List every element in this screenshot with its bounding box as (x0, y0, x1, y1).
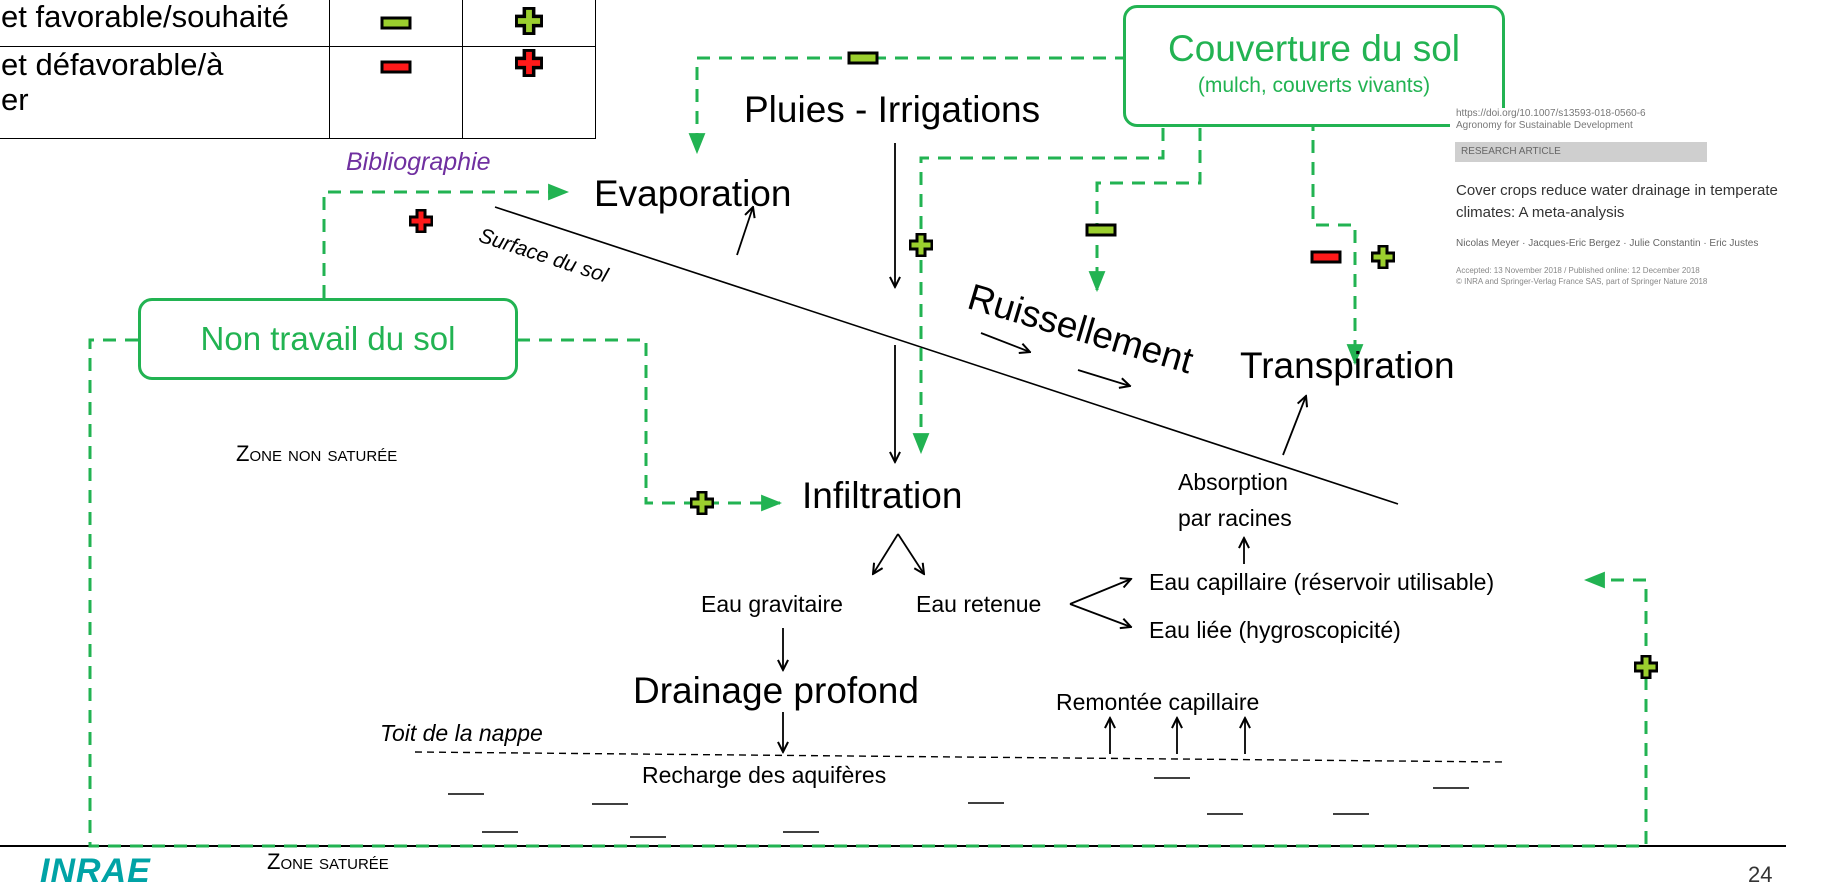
water-table-line (414, 751, 1506, 763)
legend-minus-unfavorable-cell (329, 46, 463, 139)
minus-unfavorable-icon (380, 60, 412, 74)
page-number: 24 (1748, 862, 1773, 887)
absorption-label-line2: par racines (1178, 505, 1292, 531)
eau-liee-label: Eau liée (hygroscopicité) (1149, 617, 1401, 643)
legend-row-favorable: et favorable/souhaité (0, 0, 596, 47)
plus-favorable-icon (1634, 655, 1658, 679)
evaporation-label: Evaporation (594, 173, 792, 214)
legend-table: et favorable/souhaité et défavorable/à e… (0, 0, 596, 139)
eau-retenue-label: Eau retenue (916, 591, 1042, 617)
eau-capillaire-label: Eau capillaire (réservoir utilisable) (1149, 569, 1495, 595)
toit-de-la-nappe-label: Toit de la nappe (380, 720, 543, 746)
article-badge: RESEARCH ARTICLE (1455, 142, 1707, 162)
process-arrows (736, 143, 1306, 754)
couverture-subtitle: (mulch, couverts vivants) (1197, 74, 1431, 97)
legend-row-unfavorable: et défavorable/à er (0, 46, 596, 139)
zone-non-saturee-label: Zone non saturée (236, 441, 398, 466)
plus-unfavorable-icon (409, 209, 433, 233)
legend-label-favorable: et favorable/souhaité (0, 0, 330, 47)
legend-label-unfavorable-line2: er (1, 82, 29, 117)
plus-favorable-icon (690, 491, 714, 515)
legend-plus-unfavorable-cell (462, 46, 596, 139)
legend-plus-favorable-cell (462, 0, 596, 47)
article-authors: Nicolas Meyer · Jacques-Eric Bergez · Ju… (1456, 238, 1759, 249)
couverture-title: Couverture du sol (1167, 28, 1461, 69)
eau-gravitaire-label: Eau gravitaire (701, 591, 843, 617)
infiltration-label: Infiltration (802, 475, 963, 516)
minus-favorable-icon (1085, 223, 1117, 237)
absorption-label-line1: Absorption (1178, 469, 1288, 495)
article-footer-line1: Accepted: 13 November 2018 / Published o… (1456, 266, 1700, 275)
drainage-profond-label: Drainage profond (633, 670, 919, 711)
article-header-line2: Agronomy for Sustainable Development (1456, 120, 1633, 131)
bibliographie-label: Bibliographie (346, 148, 491, 176)
article-footer-line2: © INRA and Springer-Verlag France SAS, p… (1456, 277, 1708, 286)
legend-label-unfavorable: et défavorable/à er (0, 46, 330, 139)
zone-saturee-label: Zone saturée (267, 849, 389, 874)
minus-favorable-icon (380, 16, 412, 30)
saturated-zone-marks (448, 777, 1469, 838)
recharge-aquiferes-label: Recharge des aquifères (642, 762, 887, 788)
non-travail-du-sol-box: Non travail du sol (138, 298, 518, 380)
plus-unfavorable-icon (514, 48, 544, 78)
transpiration-label: Transpiration (1240, 345, 1455, 386)
green-relations (88, 56, 1648, 848)
legend-minus-favorable-cell (329, 0, 463, 47)
soil-surface-line (494, 206, 1399, 505)
article-title: Cover crops reduce water drainage in tem… (1456, 182, 1778, 221)
minus-unfavorable-icon (1310, 250, 1342, 264)
couverture-du-sol-box: Couverture du sol (mulch, couverts vivan… (1123, 5, 1505, 127)
reference-article-thumbnail: https://doi.org/10.1007/s13593-018-0560-… (1450, 108, 1826, 338)
minus-favorable-icon (847, 51, 879, 65)
pluies-irrigations-label: Pluies - Irrigations (744, 89, 1041, 130)
legend-label-unfavorable-line1: et défavorable/à (1, 47, 224, 82)
plus-favorable-icon (1371, 245, 1395, 269)
remontee-capillaire-label: Remontée capillaire (1056, 689, 1260, 715)
inrae-logo: INRAE (40, 852, 151, 890)
plus-favorable-icon (514, 6, 544, 36)
article-header-line1: https://doi.org/10.1007/s13593-018-0560-… (1456, 108, 1646, 119)
plus-favorable-icon (909, 233, 933, 257)
